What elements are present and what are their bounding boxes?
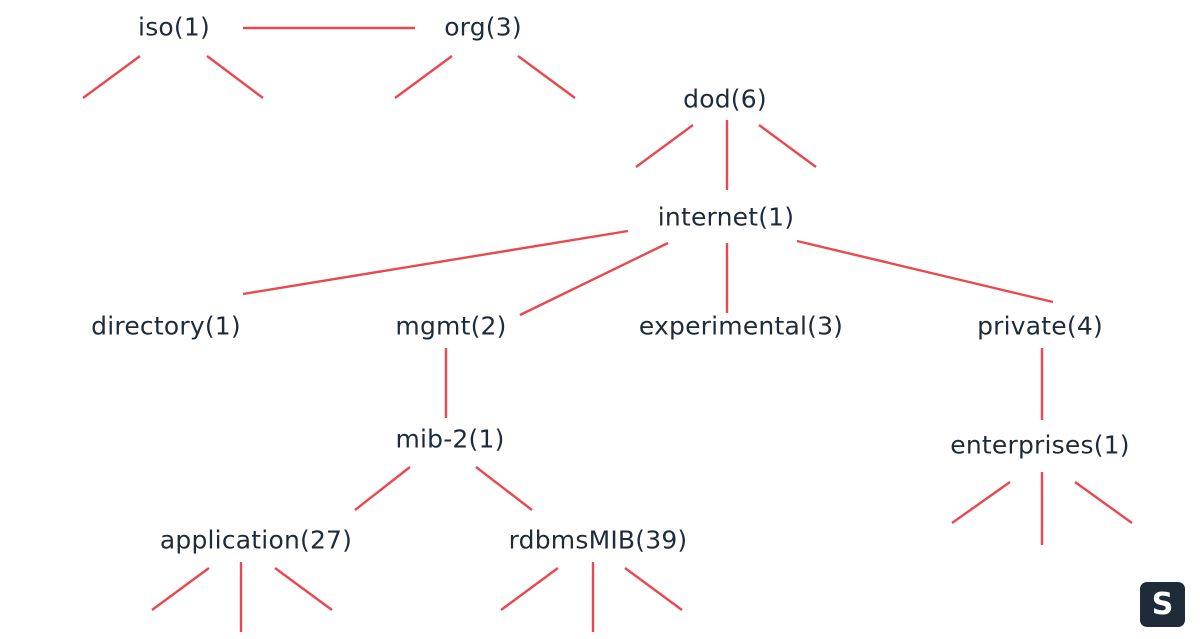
node-iso: iso(1): [138, 12, 210, 42]
edge-iso-stub-right: [206, 55, 264, 99]
node-application: application(27): [159, 525, 353, 555]
edge-application-stub-right: [274, 567, 333, 611]
edge-dod-stub-left: [635, 124, 694, 168]
edge-dod-stub-right: [758, 124, 817, 168]
edge-internet-private: [796, 239, 1054, 304]
edge-mib2-application: [354, 466, 411, 511]
edge-enterprises-stub-right: [1074, 481, 1133, 524]
node-dod: dod(6): [683, 84, 767, 114]
edge-iso-stub-left: [82, 55, 141, 99]
node-enterprises: enterprises(1): [950, 430, 1130, 460]
edge-internet-directory: [242, 229, 629, 296]
node-org: org(3): [444, 12, 522, 42]
logo-letter: S: [1151, 586, 1174, 622]
node-mib-2: mib-2(1): [395, 424, 505, 454]
node-directory: directory(1): [91, 311, 241, 341]
node-mgmt: mgmt(2): [395, 311, 507, 341]
edge-rdbmsmib-stub-left: [500, 567, 559, 611]
edge-mib2-rdbmsmib: [475, 466, 533, 511]
edge-org-stub-left: [394, 55, 453, 99]
node-private: private(4): [977, 311, 1103, 341]
node-internet: internet(1): [657, 202, 795, 232]
edge-enterprises-stub-left: [951, 481, 1011, 524]
edge-application-stub-left: [151, 567, 210, 611]
node-rdbmsmib: rdbmsMIB(39): [508, 525, 688, 555]
brand-s-logo-icon: S: [1140, 582, 1185, 627]
edge-org-stub-right: [517, 55, 576, 99]
edge-internet-mgmt: [519, 241, 669, 317]
node-experimental: experimental(3): [638, 311, 844, 341]
edge-rdbmsmib-stub-right: [624, 567, 683, 611]
